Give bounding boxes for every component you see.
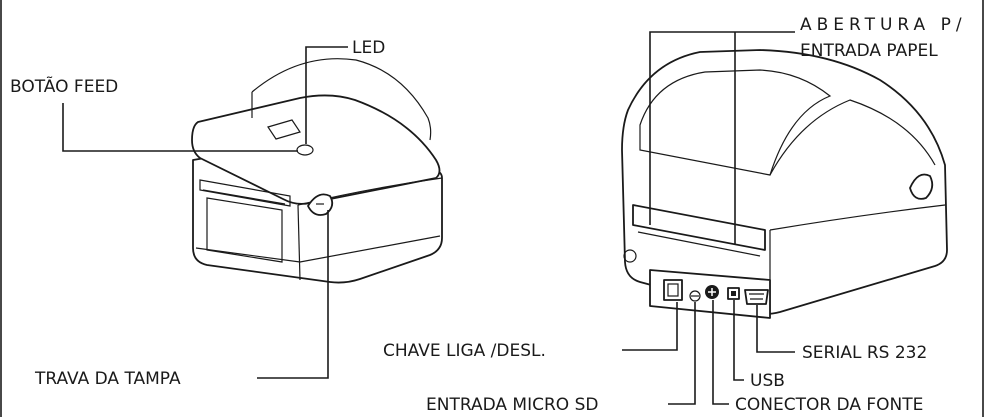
micro-sd-slot <box>689 290 701 302</box>
label-serial: SERIAL RS 232 <box>802 343 927 363</box>
rear-latch <box>909 173 934 200</box>
power-switch <box>663 279 683 301</box>
front-cover-hump <box>251 58 432 141</box>
serial-leader-line <box>756 305 795 353</box>
front-panel <box>206 197 283 263</box>
label-chave: CHAVE LIGA /DESL. <box>383 341 546 361</box>
cover-latch <box>307 193 334 216</box>
front-printer-cover <box>191 94 441 205</box>
paper-opening-leader-line <box>649 31 795 225</box>
paper-outlet <box>199 179 291 207</box>
micro-sd-leader-line <box>668 302 696 405</box>
switch-leader-line <box>622 302 678 351</box>
rear-cover-curve <box>769 99 936 176</box>
feed-leader-line <box>62 103 298 152</box>
label-botao-feed: BOTÃO FEED <box>10 75 118 97</box>
front-window <box>267 119 301 140</box>
front-base-line <box>195 235 441 263</box>
label-abertura-line1: ABERTURA P/ <box>800 15 967 35</box>
label-conector: CONECTOR DA FONTE <box>735 395 923 415</box>
label-led: LED <box>352 38 385 58</box>
paper-outlet-slot <box>202 189 286 205</box>
serial-port-pins <box>749 293 764 300</box>
front-corner-edge <box>297 204 301 281</box>
rear-knob <box>623 249 637 263</box>
rear-inner-cover <box>639 69 832 176</box>
rear-printer-shell <box>621 49 948 315</box>
rear-paper-guide <box>637 231 761 257</box>
power-leader-line <box>712 300 729 405</box>
label-usb: USB <box>750 371 785 391</box>
label-micro-sd: ENTRADA MICRO SD <box>426 395 598 415</box>
label-trava-tampa: TRAVA DA TAMPA <box>34 369 181 389</box>
power-switch-rocker <box>667 283 679 297</box>
usb-port-inner <box>731 291 736 296</box>
latch-leader-line <box>257 210 329 379</box>
usb-leader-line <box>733 300 744 381</box>
led-button <box>296 144 314 156</box>
front-printer <box>191 58 443 284</box>
rear-printer <box>621 49 948 319</box>
led-leader-line <box>305 46 348 144</box>
label-abertura-line2: ENTRADA PAPEL <box>800 41 938 61</box>
rear-paper-slot <box>632 204 766 251</box>
serial-port <box>744 289 769 305</box>
rear-side-seam <box>769 204 946 231</box>
